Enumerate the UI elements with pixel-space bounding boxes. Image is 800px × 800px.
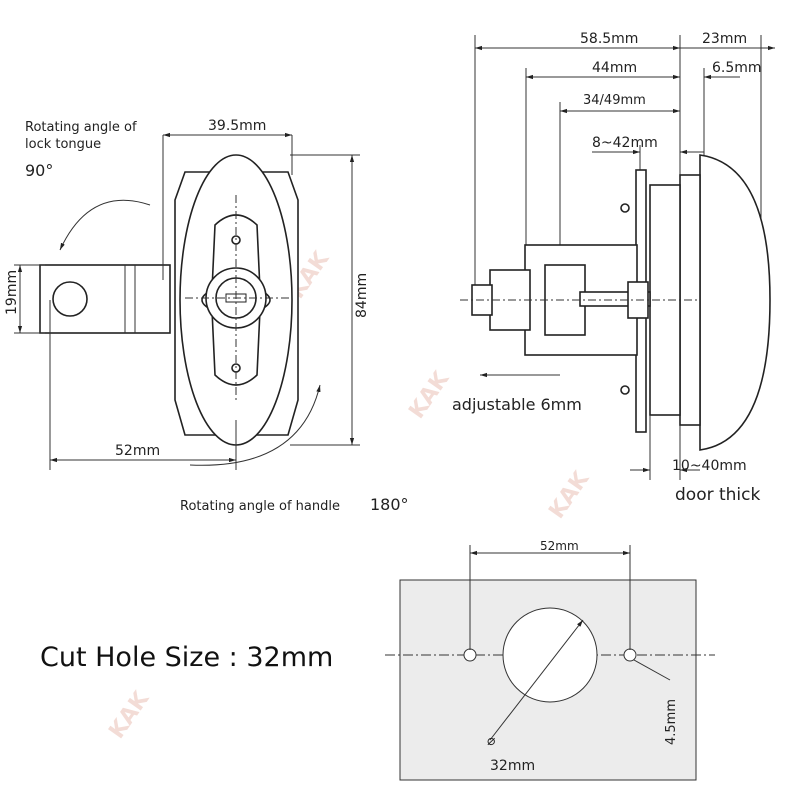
dimension-label: ⌀	[487, 733, 496, 749]
dimension-label: 10~40mm	[672, 458, 747, 474]
dimension-label: 44mm	[592, 60, 637, 76]
handle-angle: 180°	[370, 495, 409, 514]
rotation-arrow-tongue	[59, 199, 151, 251]
drawing-line	[620, 203, 630, 213]
front-view: Rotating angle of lock tongue 90° 39.5mm…	[4, 118, 409, 514]
lock-tongue-angle: 90°	[25, 161, 53, 180]
dimension-label: 58.5mm	[580, 31, 638, 47]
dimension-label: 6.5mm	[712, 60, 762, 76]
screw-hole-right	[623, 648, 637, 662]
dimension-label: KAK	[404, 366, 454, 423]
dimension-label: 84mm	[354, 273, 370, 318]
screw-hole-left	[463, 648, 477, 662]
cut-hole	[502, 607, 598, 703]
dimension-label: 23mm	[702, 31, 747, 47]
drawing-line	[633, 659, 671, 681]
lock-tongue-label: Rotating angle of	[25, 120, 137, 135]
cut-hole-view: Cut Hole Size : 32mm 52mm ⌀ 32mm 4.5mm	[40, 539, 715, 781]
dimension-label: 19mm	[4, 270, 20, 315]
dimension-label: 52mm	[115, 443, 160, 459]
dimension-label: 52mm	[540, 539, 579, 553]
handle-dome	[699, 154, 771, 451]
dimension-label: adjustable 6mm	[452, 395, 582, 414]
dimension-label: 32mm	[490, 758, 535, 774]
side-view: 58.5mm 23mm 44mm 6.5mm 34/49mm 8~42mm ad…	[452, 31, 775, 505]
rotation-arrow-handle	[189, 384, 321, 466]
dimension-label: lock tongue	[25, 137, 101, 152]
drawing-line	[489, 619, 584, 741]
dimension-label: 39.5mm	[208, 118, 266, 134]
handle-rotation-label: Rotating angle of handle	[180, 499, 340, 514]
dimension-label: KAK	[104, 686, 154, 743]
dimension-label: 8~42mm	[592, 135, 658, 151]
tongue-gear	[52, 281, 88, 317]
dimension-label: door thick	[675, 485, 760, 505]
dimension-label: 4.5mm	[664, 699, 679, 745]
cut-hole-title: Cut Hole Size : 32mm	[40, 642, 333, 673]
dimension-label: 34/49mm	[583, 93, 646, 108]
dimension-label: KAK	[544, 466, 594, 523]
drawing-line	[620, 385, 630, 395]
